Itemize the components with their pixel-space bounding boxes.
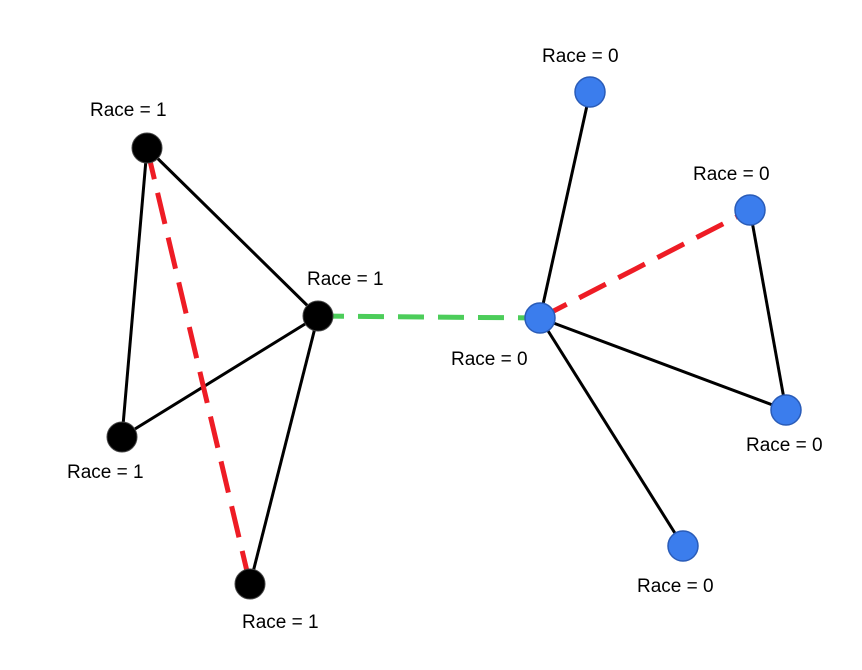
edge-n5-n9 xyxy=(538,317,685,547)
node-label-n5: Race = 0 xyxy=(451,349,528,370)
node-n2 xyxy=(302,300,334,332)
node-n6 xyxy=(574,76,606,108)
dashed-edge-n2-n5 xyxy=(317,313,541,321)
node-n7 xyxy=(734,194,766,226)
node-n1 xyxy=(131,132,163,164)
edge-n5-n6 xyxy=(538,91,592,319)
node-label-n4: Race = 1 xyxy=(242,612,319,633)
node-label-n7: Race = 0 xyxy=(693,164,770,185)
node-label-n8: Race = 0 xyxy=(746,435,823,456)
edge-n7-n8 xyxy=(748,209,788,411)
edge-n5-n8 xyxy=(539,316,787,412)
edge-n1-n2 xyxy=(145,146,320,318)
node-label-n9: Race = 0 xyxy=(637,576,714,597)
node-n3 xyxy=(106,421,138,453)
node-label-n2: Race = 1 xyxy=(307,269,384,290)
node-label-n3: Race = 1 xyxy=(67,462,144,483)
node-n5 xyxy=(524,302,556,334)
edge-n2-n4 xyxy=(248,315,320,585)
node-n9 xyxy=(667,530,699,562)
edge-n1-n3 xyxy=(120,147,149,438)
edge-n2-n3 xyxy=(121,314,319,439)
node-n4 xyxy=(234,568,266,600)
dashed-edge-n1-n4 xyxy=(144,147,253,585)
dashed-edge-n5-n7 xyxy=(538,207,752,321)
node-label-n1: Race = 1 xyxy=(90,100,167,121)
node-label-n6: Race = 0 xyxy=(542,46,619,67)
node-n8 xyxy=(770,394,802,426)
